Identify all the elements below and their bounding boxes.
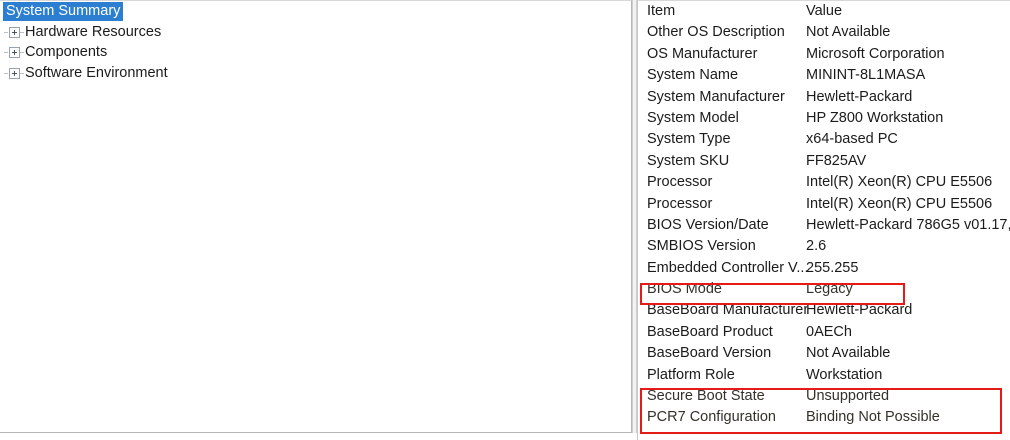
- detail-row-item: SMBIOS Version: [647, 238, 756, 255]
- detail-row-value: FF825AV: [806, 152, 867, 169]
- detail-row[interactable]: SMBIOS Version 2.6: [638, 236, 1010, 257]
- detail-row-item: BaseBoard Manufacturer: [647, 302, 807, 319]
- detail-row-value: Hewlett-Packard 786G5 v01.17, 8/: [806, 216, 1010, 233]
- detail-row-value: Hewlett-Packard: [806, 88, 913, 105]
- detail-row-value: Binding Not Possible: [806, 409, 940, 426]
- detail-row[interactable]: Secure Boot State Unsupported: [638, 386, 1010, 407]
- tree-item-hardware-resources-label: Hardware Resources: [25, 23, 162, 40]
- detail-row[interactable]: PCR7 Configuration Binding Not Possible: [638, 407, 1010, 428]
- detail-row-item: BaseBoard Version: [647, 345, 772, 362]
- tree-item-system-summary-label: System Summary: [3, 2, 124, 21]
- tree-connector-tick-left: [4, 31, 8, 33]
- detail-column-header[interactable]: Item Value: [638, 1, 1010, 22]
- tree-connector-tick-right: [20, 52, 24, 53]
- detail-row-item: Processor: [647, 195, 713, 212]
- tree-connector-tick-left: [4, 72, 8, 74]
- detail-row[interactable]: Platform Role Workstation: [638, 365, 1010, 386]
- panel-splitter[interactable]: [632, 0, 637, 433]
- tree-connector-tick-right: [20, 31, 24, 33]
- tree-item-system-summary[interactable]: System Summary: [0, 1, 631, 22]
- detail-row-value: Unsupported: [806, 388, 890, 405]
- detail-row[interactable]: Processor Intel(R) Xeon(R) CPU E5506: [638, 172, 1010, 193]
- detail-row-item: PCR7 Configuration: [647, 409, 776, 426]
- detail-row[interactable]: BIOS Mode Legacy: [638, 279, 1010, 300]
- detail-row-item: System Type: [647, 131, 731, 148]
- detail-row-item: Embedded Controller V...: [647, 259, 807, 276]
- detail-row-value: 255.255: [806, 259, 859, 276]
- detail-row[interactable]: BaseBoard Product 0AECh: [638, 322, 1010, 343]
- detail-row-item: Platform Role: [647, 366, 735, 383]
- detail-row-item: System Manufacturer: [647, 88, 785, 105]
- tree-item-components-label: Components: [25, 44, 108, 60]
- expand-plus-icon[interactable]: [9, 67, 20, 79]
- detail-row-item: Other OS Description: [647, 24, 785, 41]
- detail-row[interactable]: System Type x64-based PC: [638, 129, 1010, 150]
- detail-row-item: System SKU: [647, 152, 730, 169]
- tree-item-software-environment[interactable]: Software Environment: [0, 63, 631, 84]
- expand-plus-icon[interactable]: [9, 26, 20, 38]
- detail-row[interactable]: Processor Intel(R) Xeon(R) CPU E5506: [638, 194, 1010, 215]
- navigation-tree-panel[interactable]: System Summary Hardware Resources Compon…: [0, 0, 632, 433]
- column-header-value[interactable]: Value: [806, 3, 843, 19]
- detail-row-item: System Model: [647, 109, 739, 126]
- tree-item-software-environment-label: Software Environment: [25, 64, 168, 81]
- detail-row-value: Microsoft Corporation: [806, 45, 945, 62]
- tree-item-hardware-resources[interactable]: Hardware Resources: [0, 22, 631, 43]
- detail-row[interactable]: System Name MININT-8L1MASA: [638, 65, 1010, 86]
- detail-row[interactable]: Embedded Controller V...255.255: [638, 258, 1010, 279]
- detail-row-value: HP Z800 Workstation: [806, 109, 944, 126]
- detail-row-value: 0AECh: [806, 323, 852, 340]
- detail-row-value: Intel(R) Xeon(R) CPU E5506: [806, 174, 993, 191]
- detail-row-value: Hewlett-Packard: [806, 302, 913, 319]
- detail-row[interactable]: System Manufacturer Hewlett-Packard: [638, 87, 1010, 108]
- tree-connector-tick-left: [4, 52, 8, 53]
- detail-row-value: Intel(R) Xeon(R) CPU E5506: [806, 195, 993, 212]
- detail-row-value: x64-based PC: [806, 131, 898, 148]
- detail-row[interactable]: BaseBoard Version Not Available: [638, 343, 1010, 364]
- detail-row-item: OS Manufacturer: [647, 45, 758, 62]
- tree-connector-tick-right: [20, 72, 24, 74]
- detail-row[interactable]: System SKU FF825AV: [638, 151, 1010, 172]
- detail-row-value: Legacy: [806, 281, 853, 298]
- detail-row-item: BaseBoard Product: [647, 323, 773, 340]
- detail-row-value: 2.6: [806, 238, 827, 255]
- detail-row[interactable]: OS Manufacturer Microsoft Corporation: [638, 44, 1010, 65]
- detail-row-value: Workstation: [806, 366, 883, 383]
- detail-row[interactable]: BIOS Version/Date Hewlett-Packard 786G5 v…: [638, 215, 1010, 236]
- detail-row-item: BIOS Mode: [647, 281, 722, 298]
- detail-row-item: Secure Boot State: [647, 388, 765, 405]
- detail-row[interactable]: Other OS Description Not Available: [638, 22, 1010, 43]
- column-header-item[interactable]: Item: [647, 3, 676, 19]
- expand-plus-icon[interactable]: [9, 47, 20, 58]
- detail-row-item: BIOS Version/Date: [647, 216, 769, 233]
- detail-row-value: Not Available: [806, 24, 891, 41]
- tree-item-components[interactable]: Components: [0, 42, 631, 63]
- detail-row-value: MININT-8L1MASA: [806, 67, 926, 84]
- detail-row-value: Not Available: [806, 345, 891, 362]
- detail-row[interactable]: System Model HP Z800 Workstation: [638, 108, 1010, 129]
- detail-row-item: Processor: [647, 174, 713, 191]
- detail-row-item: System Name: [647, 67, 739, 84]
